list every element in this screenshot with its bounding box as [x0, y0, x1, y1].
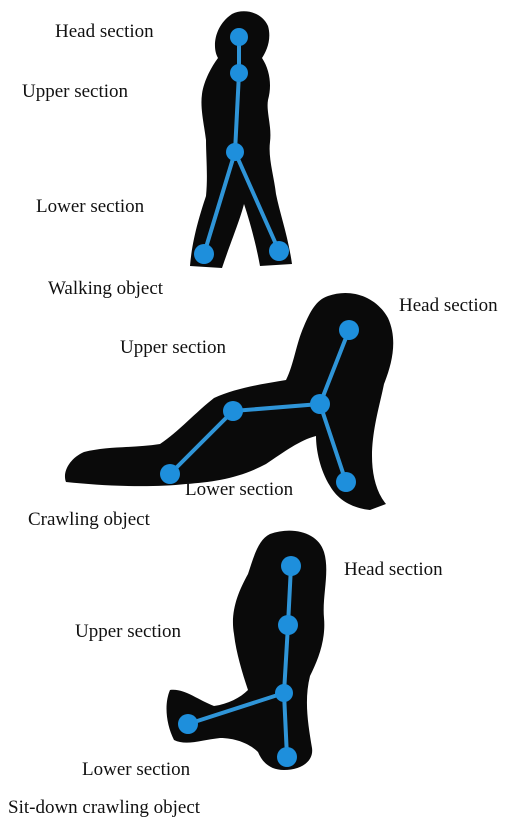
- sitdown-head-label: Head section: [344, 560, 443, 579]
- sitdown-head-joint: [281, 556, 301, 576]
- sitdown-caption: Sit-down crawling object: [8, 798, 200, 817]
- sitdown-hip-joint: [275, 684, 293, 702]
- crawling-shoulder-joint: [310, 394, 330, 414]
- walking-left-foot-joint: [194, 244, 214, 264]
- crawling-head-joint: [339, 320, 359, 340]
- sitdown-upper-label: Upper section: [75, 622, 181, 641]
- sitdown-base-joint: [277, 747, 297, 767]
- walking-right-foot-joint: [269, 241, 289, 261]
- crawling-hip-joint: [223, 401, 243, 421]
- sitdown-lower-label: Lower section: [82, 760, 190, 779]
- walking-caption: Walking object: [48, 279, 163, 298]
- walking-hip-joint: [226, 143, 244, 161]
- crawling-lower-label: Lower section: [185, 480, 293, 499]
- crawling-knee-joint: [160, 464, 180, 484]
- crawling-upper-label: Upper section: [120, 338, 226, 357]
- crawling-caption: Crawling object: [28, 510, 150, 529]
- sitdown-silhouette: [167, 531, 327, 770]
- sitdown-upper-joint: [278, 615, 298, 635]
- sitdown-foot-joint: [178, 714, 198, 734]
- walking-head-joint: [230, 28, 248, 46]
- walking-figure: [190, 11, 292, 268]
- crawling-hand-joint: [336, 472, 356, 492]
- walking-upper-joint: [230, 64, 248, 82]
- crawling-head-label: Head section: [399, 296, 498, 315]
- walking-upper-label: Upper section: [22, 82, 128, 101]
- sitdown-figure: [167, 531, 327, 770]
- walking-head-label: Head section: [55, 22, 154, 41]
- walking-lower-label: Lower section: [36, 197, 144, 216]
- crawling-figure: [65, 293, 393, 510]
